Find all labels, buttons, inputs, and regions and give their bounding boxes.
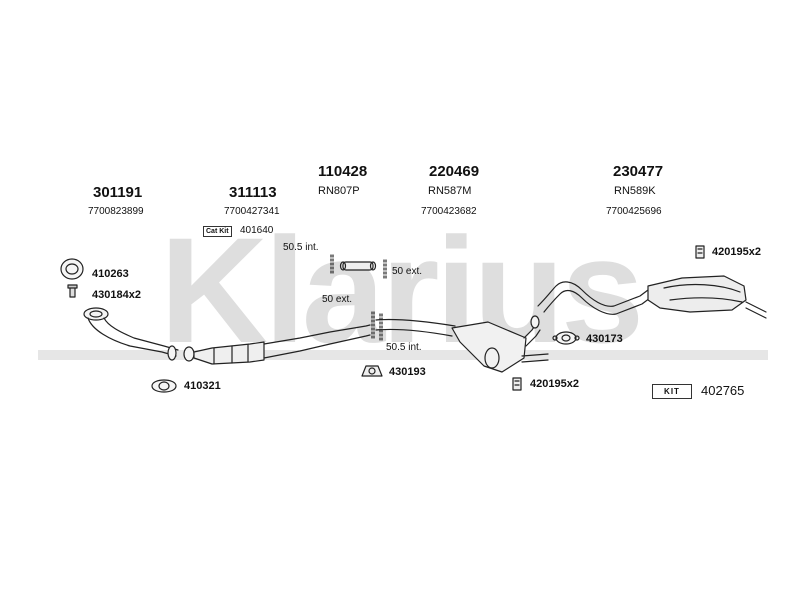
fitting-label-430173: 430173 [586, 333, 623, 345]
oem-number-311113: 7700427341 [224, 206, 280, 217]
fitting-label-420195-middle: 420195x2 [530, 378, 579, 390]
note-50-ext-right: 50 ext. [392, 266, 423, 277]
cat-kit-part-number: 401640 [240, 225, 274, 236]
mounting-430193 [361, 365, 383, 377]
fitting-label-410321: 410321 [184, 380, 221, 392]
part-number-110428: 110428 [318, 163, 368, 180]
cat-kit-badge: Cat Kit [203, 226, 232, 237]
ref-number-230477: RN589K [614, 185, 656, 197]
oem-number-230477: 7700425696 [606, 206, 662, 217]
fitting-label-420195-rear: 420195x2 [712, 246, 761, 258]
middle-silencer-part [371, 311, 549, 373]
fitting-label-430193: 430193 [389, 366, 426, 378]
kit-part-number: 402765 [701, 383, 745, 398]
gasket-410321 [151, 379, 177, 393]
oem-number-301191: 7700823899 [88, 206, 144, 217]
fitting-label-410263: 410263 [92, 268, 129, 280]
rear-silencer-part [537, 275, 767, 319]
gasket-410263 [60, 258, 84, 280]
downpipe-part [83, 307, 179, 361]
fitting-label-430184: 430184x2 [92, 289, 141, 301]
part-number-230477: 230477 [613, 163, 664, 180]
note-50-5-int-bottom: 50.5 int. [386, 342, 422, 353]
joint-pipe-part [330, 254, 387, 281]
kit-badge: KIT [652, 384, 692, 399]
oem-number-220469: 7700423682 [421, 206, 477, 217]
watermark-bar [38, 350, 768, 360]
clamp-420195-rear [695, 245, 705, 259]
gasket-430173 [552, 331, 580, 345]
part-number-220469: 220469 [429, 163, 480, 180]
ref-number-110428: RN807P [318, 185, 360, 197]
note-50-5-int-top: 50.5 int. [283, 242, 319, 253]
catalytic-converter-part [183, 324, 371, 365]
bolt-430184 [67, 284, 78, 298]
clamp-420195-middle [512, 377, 522, 391]
note-50-ext-middle: 50 ext. [322, 294, 353, 305]
part-number-301191: 301191 [93, 184, 143, 201]
ref-number-220469: RN587M [428, 185, 472, 197]
part-number-311113: 311113 [229, 184, 277, 201]
